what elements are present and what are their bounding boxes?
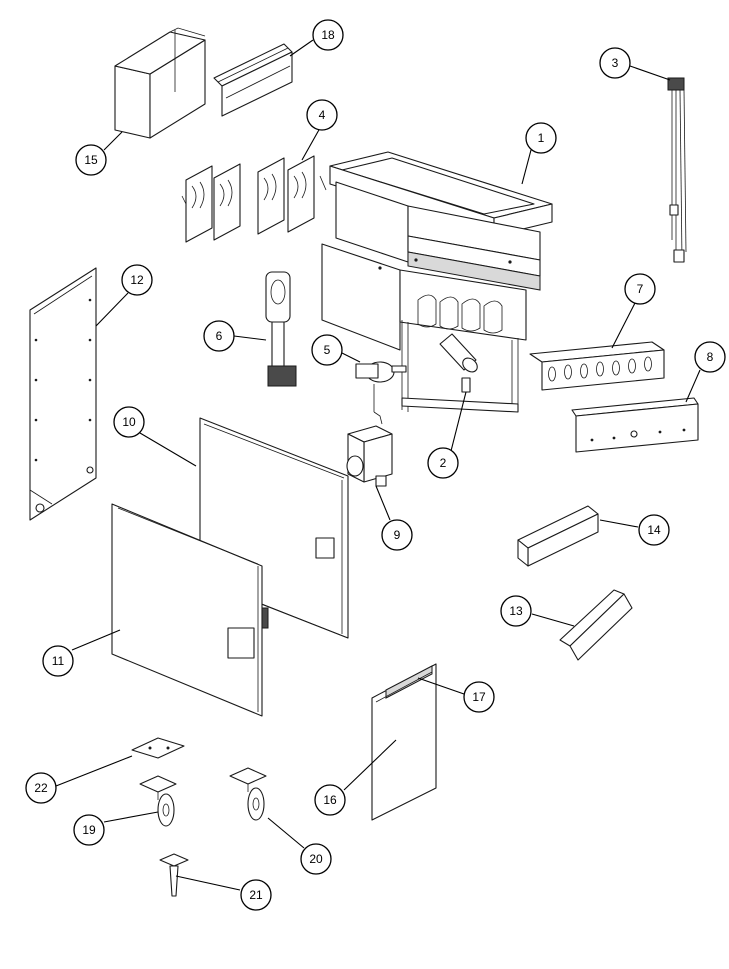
callout-5: 5 — [311, 334, 343, 366]
callout-15: 15 — [75, 144, 107, 176]
callout-12: 12 — [121, 264, 153, 296]
part-16-kick-panel — [371, 663, 437, 821]
svg-text:15: 15 — [84, 153, 98, 167]
part-3-probe-assembly — [667, 77, 687, 263]
svg-text:2: 2 — [440, 456, 447, 470]
callout-18: 18 — [312, 19, 344, 51]
svg-text:19: 19 — [82, 823, 96, 837]
part-14-box — [517, 505, 599, 567]
svg-text:20: 20 — [309, 852, 323, 866]
svg-text:18: 18 — [321, 28, 335, 42]
callout-14: 14 — [638, 514, 670, 546]
part-19-caster — [139, 775, 177, 827]
callout-9: 9 — [381, 519, 413, 551]
part-11-door — [111, 503, 269, 717]
svg-text:21: 21 — [249, 888, 263, 902]
leader-lines — [55, 39, 701, 891]
part-8-rail — [571, 397, 699, 453]
callout-8: 8 — [694, 341, 726, 373]
part-5-igniter — [355, 361, 407, 425]
svg-text:1: 1 — [538, 131, 545, 145]
callout-21: 21 — [240, 879, 272, 911]
part-12-side-panel — [29, 267, 97, 521]
svg-text:7: 7 — [637, 282, 644, 296]
callout-4: 4 — [306, 99, 338, 131]
part-1-frypot — [321, 151, 553, 413]
callout-20: 20 — [300, 843, 332, 875]
part-20-caster — [229, 767, 267, 821]
svg-text:16: 16 — [323, 793, 337, 807]
callout-13: 13 — [500, 595, 532, 627]
callout-1: 1 — [525, 122, 557, 154]
callout-2: 2 — [427, 447, 459, 479]
svg-text:10: 10 — [122, 415, 136, 429]
svg-text:13: 13 — [509, 604, 523, 618]
part-9-gas-valve — [346, 425, 393, 487]
svg-text:17: 17 — [472, 690, 486, 704]
callout-19: 19 — [73, 814, 105, 846]
callout-11: 11 — [42, 645, 74, 677]
part-2-bracket — [461, 377, 471, 393]
callout-17: 17 — [463, 681, 495, 713]
svg-text:6: 6 — [216, 329, 223, 343]
part-18-channel — [213, 43, 293, 117]
callout-22: 22 — [25, 772, 57, 804]
callout-10: 10 — [113, 406, 145, 438]
svg-text:4: 4 — [319, 108, 326, 122]
part-15-cover — [114, 27, 206, 139]
callout-16: 16 — [314, 784, 346, 816]
part-22-plate — [131, 737, 185, 759]
part-13-angle-trim — [559, 589, 633, 661]
callout-6: 6 — [203, 320, 235, 352]
svg-text:5: 5 — [324, 343, 331, 357]
svg-text:9: 9 — [394, 528, 401, 542]
svg-text:3: 3 — [612, 56, 619, 70]
callout-7: 7 — [624, 273, 656, 305]
part-6-sensor — [265, 271, 297, 387]
svg-text:11: 11 — [52, 654, 65, 668]
part-21-leg — [159, 853, 189, 897]
part-4-baffles — [181, 155, 327, 243]
part-7-manifold — [529, 341, 665, 391]
svg-text:8: 8 — [707, 350, 714, 364]
svg-text:12: 12 — [130, 273, 144, 287]
callout-3: 3 — [599, 47, 631, 79]
svg-text:14: 14 — [647, 523, 661, 537]
svg-text:22: 22 — [34, 781, 48, 795]
